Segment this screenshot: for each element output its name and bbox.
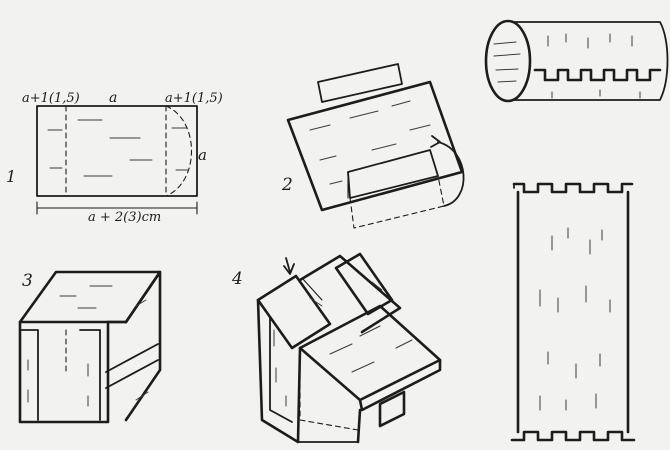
fold-arrow-head xyxy=(430,135,441,148)
notched-top-edge xyxy=(512,182,634,194)
figure-label-4: 4 xyxy=(231,269,243,289)
dim-total-width: a + 2(3)cm xyxy=(88,210,161,225)
tilted-panel xyxy=(286,80,464,212)
figure-label-1: 1 xyxy=(6,167,16,186)
box-left-strip xyxy=(19,329,39,421)
box-band-upper xyxy=(105,343,159,373)
cylinder-end-grain xyxy=(493,41,521,83)
chair-armrest-right xyxy=(334,252,394,316)
cylinder-end xyxy=(484,19,532,103)
insert-arrow-head xyxy=(283,263,295,275)
dim-right-margin: a+1(1,5) xyxy=(165,91,223,106)
box-top-face xyxy=(18,270,162,324)
cylinder-grain xyxy=(547,33,641,99)
notched-bottom-edge xyxy=(510,430,636,442)
figure-3-folded-box: 3 xyxy=(18,270,162,424)
dim-middle: a xyxy=(109,90,117,106)
chair-hidden-edges xyxy=(299,347,359,431)
box-grain-3 xyxy=(27,285,149,407)
box-band-lower xyxy=(105,359,159,389)
figure-1-flat-pattern: a+1(1,5) a a+1(1,5) a 1 a + 2(3)cm xyxy=(6,90,223,225)
figure-label-3: 3 xyxy=(22,271,33,291)
chair-lower-block xyxy=(378,390,406,428)
dim-side: a xyxy=(198,146,207,164)
chair-left-side xyxy=(256,298,302,444)
figure-2-folding: 2 xyxy=(281,63,465,229)
wood-grain-2 xyxy=(309,100,431,185)
figure-notched-panel xyxy=(510,182,636,442)
figure-label-2: 2 xyxy=(281,175,293,195)
dim-left-margin: a+1(1,5) xyxy=(22,91,80,106)
fold-arc xyxy=(437,141,465,207)
pattern-rectangle xyxy=(36,105,198,197)
cylinder-body xyxy=(504,21,669,101)
fold-arc-right xyxy=(165,105,193,197)
crenellated-edge xyxy=(533,68,662,82)
box-right-strip xyxy=(79,329,101,421)
panel-grain xyxy=(539,227,611,411)
chair-armrest-left xyxy=(256,274,332,350)
dashed-lower-panel xyxy=(349,175,445,229)
figure-4-assembled-chair: 4 xyxy=(231,252,442,444)
chair-left-inner xyxy=(269,317,293,423)
insert-guide-line xyxy=(301,277,323,301)
chair-seat-front-edge xyxy=(358,358,442,412)
figure-rolled-cylinder xyxy=(484,19,669,103)
chair-back xyxy=(298,254,402,334)
chair-grain xyxy=(273,281,413,407)
box-front-face xyxy=(18,320,110,424)
chair-seat xyxy=(298,304,442,402)
wood-grain-1 xyxy=(47,119,189,177)
back-strip xyxy=(317,63,403,103)
insert-arrow-shaft xyxy=(285,257,291,273)
chair-front-leg xyxy=(356,408,362,444)
